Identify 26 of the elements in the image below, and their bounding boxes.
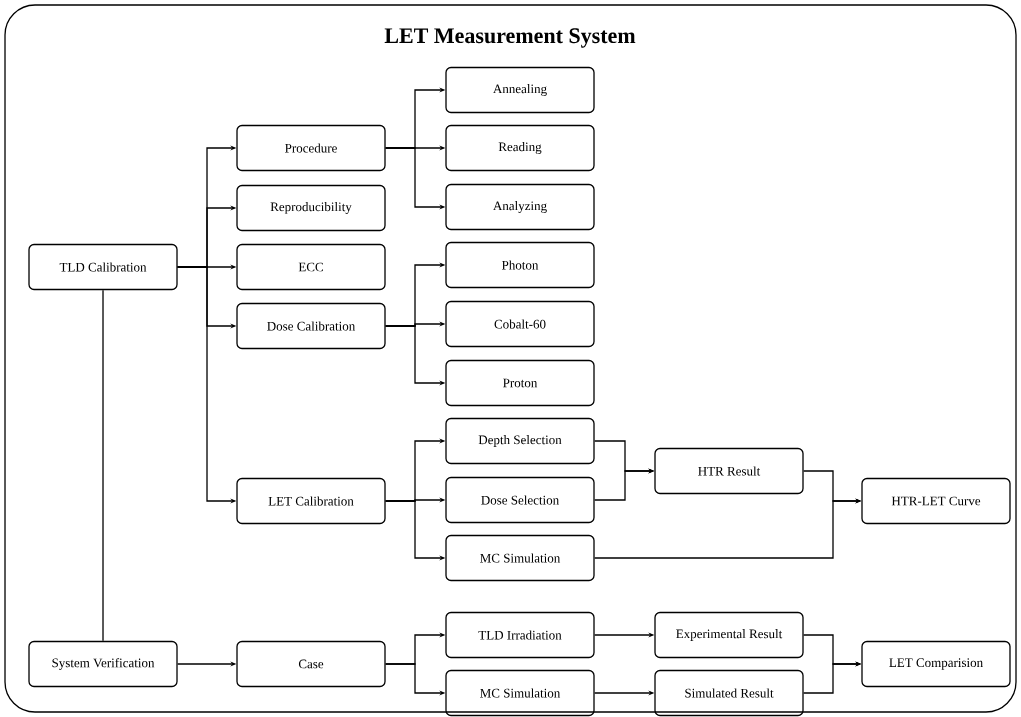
process-box: Reading	[445, 124, 595, 172]
process-box: Procedure	[236, 124, 386, 172]
process-box: Simulated Result	[654, 669, 804, 717]
process-box: MC Simulation	[445, 669, 595, 717]
process-box: Cobalt-60	[445, 300, 595, 348]
process-box: System Verification	[28, 640, 178, 688]
process-box: ECC	[236, 243, 386, 291]
process-box: LET Comparision	[861, 640, 1011, 688]
process-box: LET Calibration	[236, 477, 386, 525]
process-box: Photon	[445, 241, 595, 289]
process-box: Dose Calibration	[236, 302, 386, 350]
process-box: HTR-LET Curve	[861, 477, 1011, 525]
process-box: Proton	[445, 359, 595, 407]
process-box: Depth Selection	[445, 417, 595, 465]
process-box: Reproducibility	[236, 184, 386, 232]
process-box: Analyzing	[445, 183, 595, 231]
process-box: Experimental Result	[654, 611, 804, 659]
process-box: Dose Selection	[445, 476, 595, 524]
process-box: MC Simulation	[445, 534, 595, 582]
process-box: Case	[236, 640, 386, 688]
process-box: HTR Result	[654, 447, 804, 495]
process-box: TLD Irradiation	[445, 611, 595, 659]
process-box: TLD Calibration	[28, 243, 178, 291]
diagram-title: LET Measurement System	[384, 28, 636, 48]
process-box: Annealing	[445, 66, 595, 114]
connector	[102, 289, 104, 642]
